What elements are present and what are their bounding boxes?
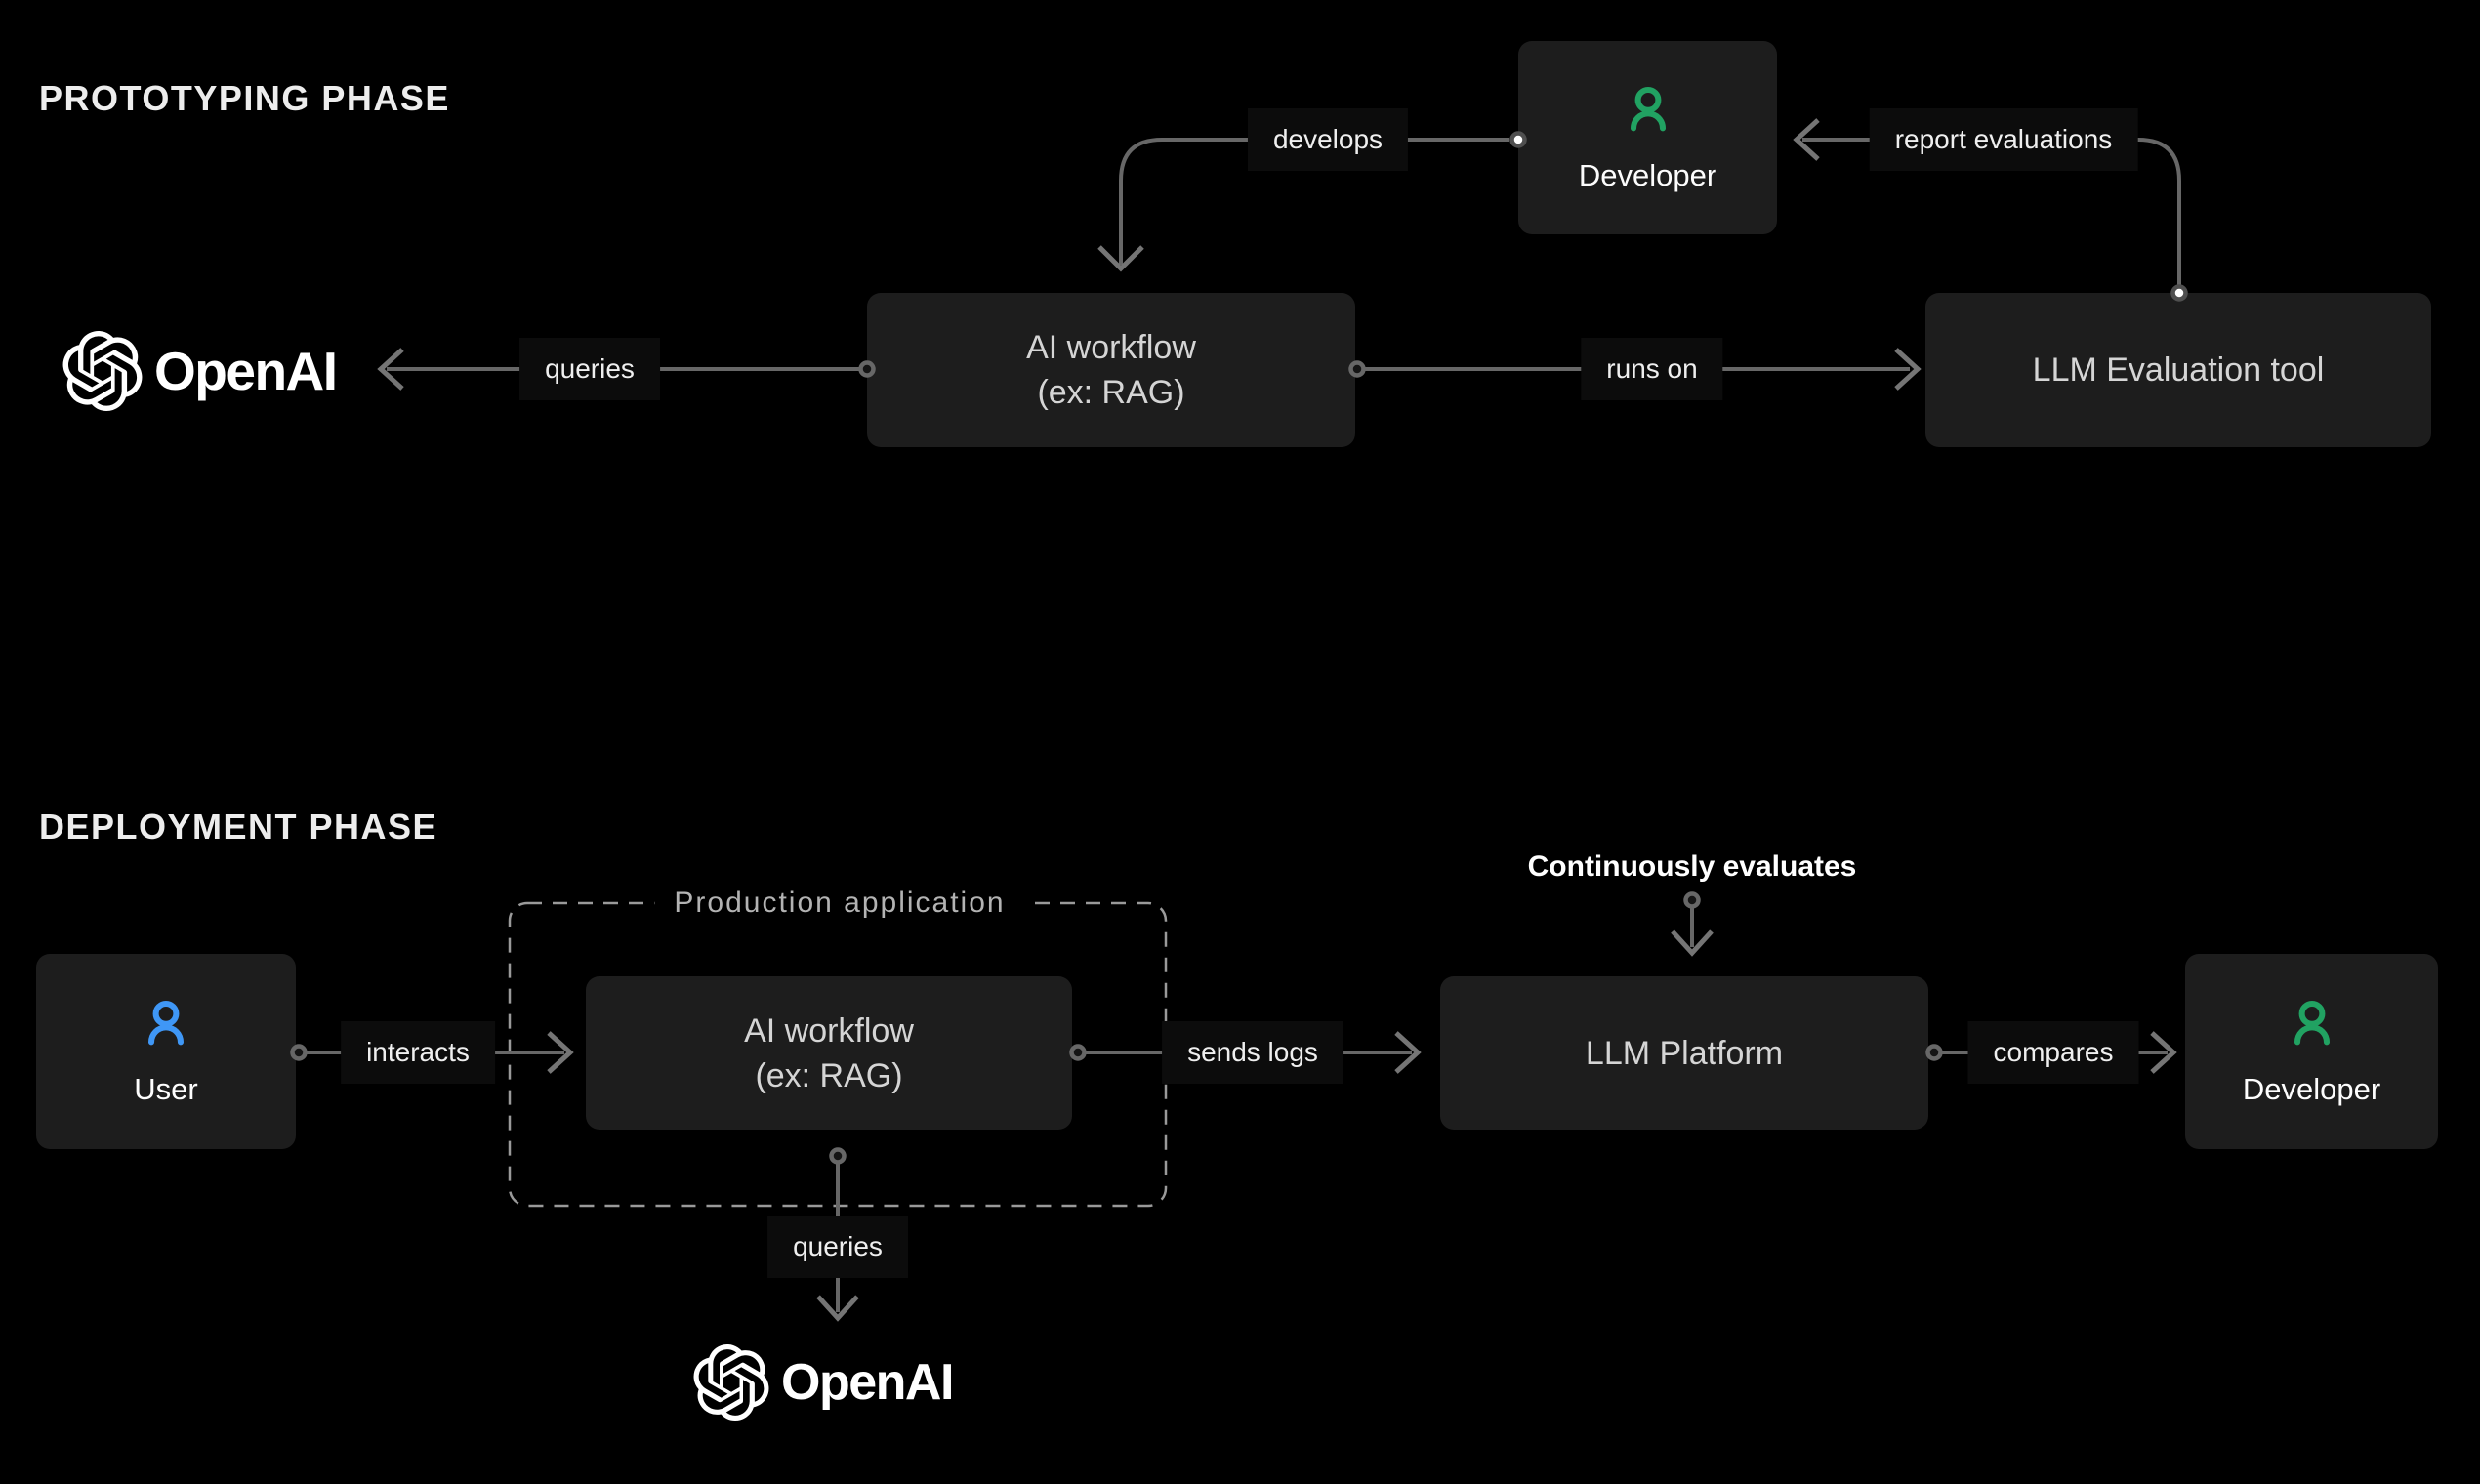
sends-logs-label: sends logs [1162,1021,1343,1084]
ai-workflow-label-line1: AI workflow [744,1011,914,1050]
llm-platform-node: LLM Platform [1440,976,1928,1130]
openai-logo-deployment: OpenAI [693,1343,954,1422]
llm-evaluation-tool-node: LLM Evaluation tool [1925,293,2431,447]
developer-person-icon [1630,86,1666,132]
compares-label: compares [1967,1021,2139,1084]
openai-wordmark: OpenAI [781,1354,954,1411]
report-evaluations-label: report evaluations [1869,108,2138,171]
production-application-label: Production application [654,885,1025,922]
ai-workflow-label-line2: (ex: RAG) [1037,374,1185,411]
openai-logo-mark-icon [62,331,143,411]
queries-label-prototyping: queries [519,338,660,400]
developer-label: Developer [2242,1072,2381,1106]
openai-wordmark: OpenAI [154,341,338,401]
runs-on-label: runs on [1581,338,1723,400]
develops-label: develops [1247,108,1409,171]
interacts-label: interacts [341,1021,495,1084]
user-node: User [36,954,296,1149]
prototyping-phase-title: PROTOTYPING PHASE [39,78,450,118]
queries-label-deployment: queries [767,1216,908,1278]
continuously-evaluates-label: Continuously evaluates [1527,850,1857,883]
developer-node-prototyping: Developer [1518,41,1777,234]
ai-workflow-label-line2: (ex: RAG) [755,1056,903,1094]
deployment-phase-title: DEPLOYMENT PHASE [39,806,438,846]
openai-logo-mark-icon [693,1344,769,1421]
ai-workflow-node-prototyping: AI workflow (ex: RAG) [867,293,1355,447]
continuously-evaluates-connector [1671,891,1714,957]
openai-logo-prototyping: OpenAI [62,330,338,412]
user-label: User [134,1072,198,1106]
llm-evaluation-tool-label: LLM Evaluation tool [2032,351,2325,389]
developer-person-icon [2294,1000,2330,1046]
ai-workflow-label-line1: AI workflow [1026,329,1196,366]
ai-workflow-node-deployment: AI workflow (ex: RAG) [586,976,1072,1130]
developer-node-deployment: Developer [2185,954,2438,1149]
llm-platform-label: LLM Platform [1585,1034,1784,1072]
developer-label: Developer [1578,158,1717,192]
user-person-icon [147,1000,185,1046]
